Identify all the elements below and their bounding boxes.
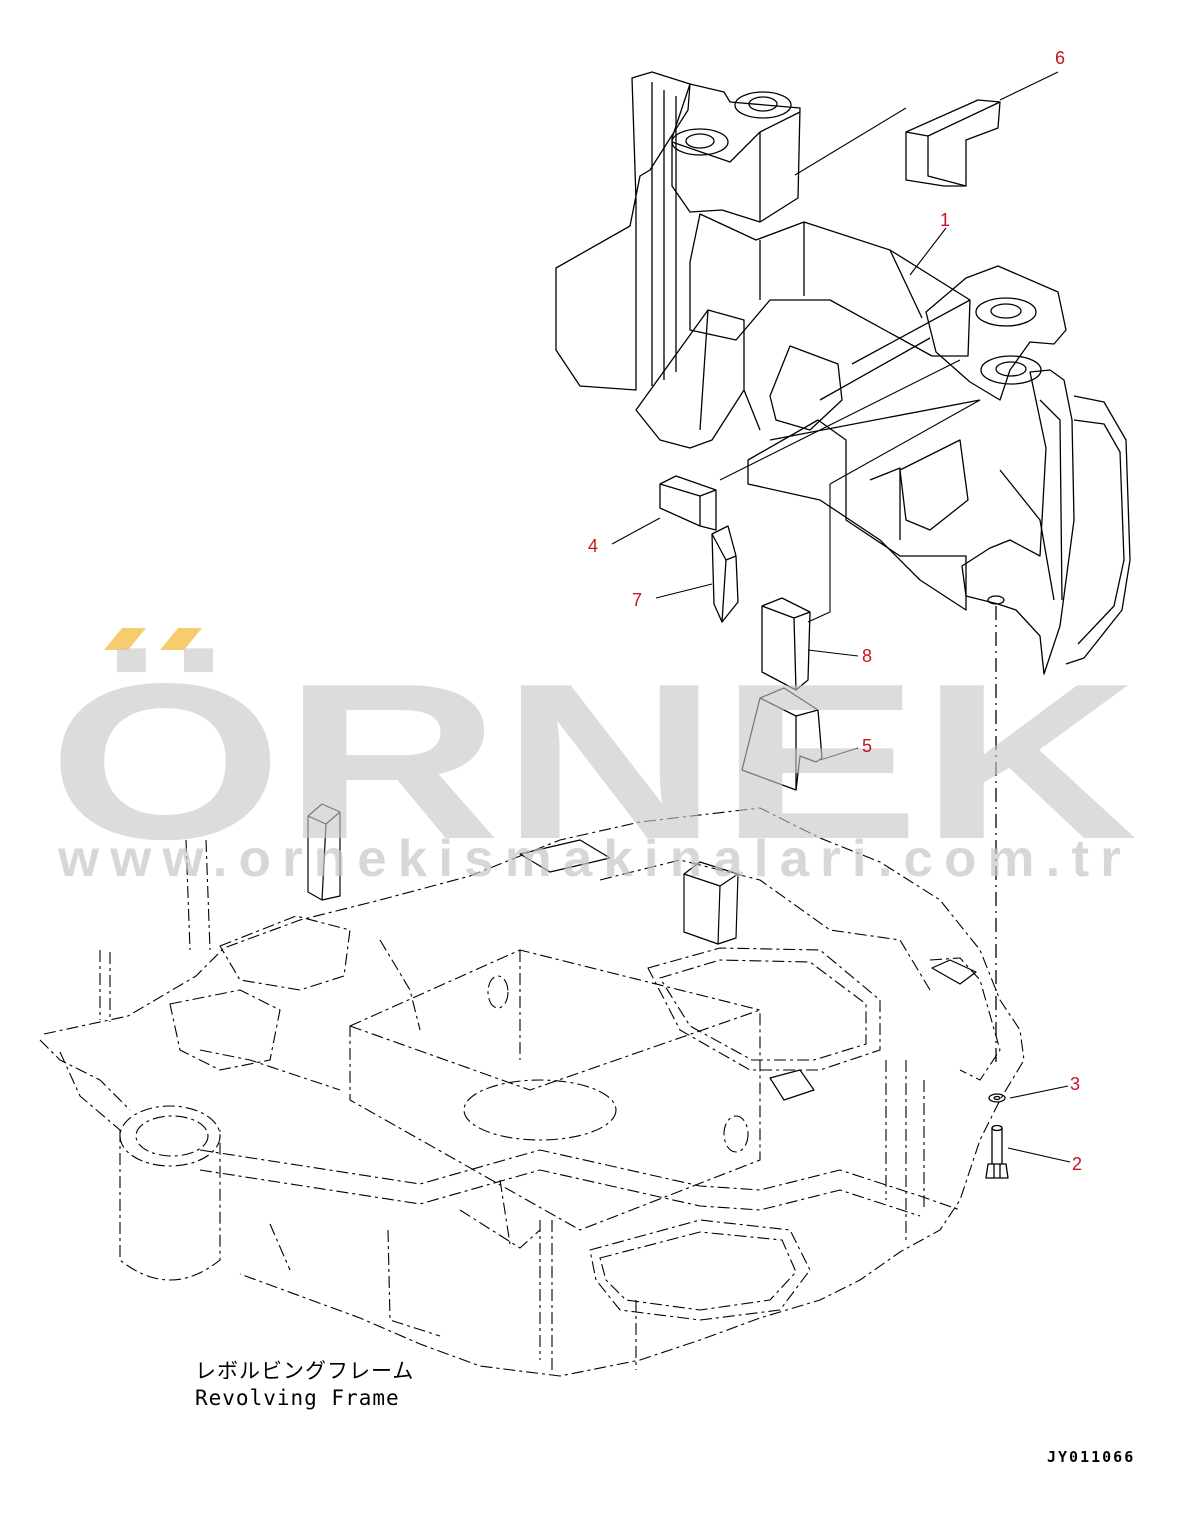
callout-7: 7 bbox=[632, 590, 642, 610]
drawing-code: JY011066 bbox=[1047, 1448, 1136, 1466]
callout-4: 4 bbox=[588, 536, 598, 556]
revolving-frame bbox=[39, 807, 1025, 1377]
frame-label-en: Revolving Frame bbox=[195, 1386, 400, 1410]
pad-6 bbox=[905, 99, 1001, 187]
callout-2: 2 bbox=[1072, 1154, 1082, 1174]
watermark-url: www.ornekismakinalari.com.tr bbox=[57, 830, 1132, 888]
callouts: 1 2 3 4 5 6 7 8 bbox=[588, 48, 1082, 1174]
callout-8: 8 bbox=[862, 646, 872, 666]
callout-3: 3 bbox=[1070, 1074, 1080, 1094]
leader-lines bbox=[611, 71, 1071, 1163]
pad-8 bbox=[761, 597, 811, 691]
bracket-assembly bbox=[555, 71, 1131, 675]
watermark: ÖRNEK www.ornekismakinalari.com.tr bbox=[48, 628, 1138, 888]
frame-mounted-pads bbox=[307, 803, 977, 1101]
callout-6: 6 bbox=[1055, 48, 1065, 68]
pad-5 bbox=[741, 687, 823, 791]
callout-5: 5 bbox=[862, 736, 872, 756]
watermark-brand: ÖRNEK bbox=[48, 638, 1138, 886]
pad-4 bbox=[659, 475, 717, 531]
callout-1: 1 bbox=[940, 210, 950, 230]
pad-7 bbox=[711, 525, 739, 623]
frame-label-jp: レボルビングフレーム bbox=[195, 1359, 415, 1383]
revolving-frame-label: レボルビングフレーム Revolving Frame bbox=[195, 1358, 414, 1412]
